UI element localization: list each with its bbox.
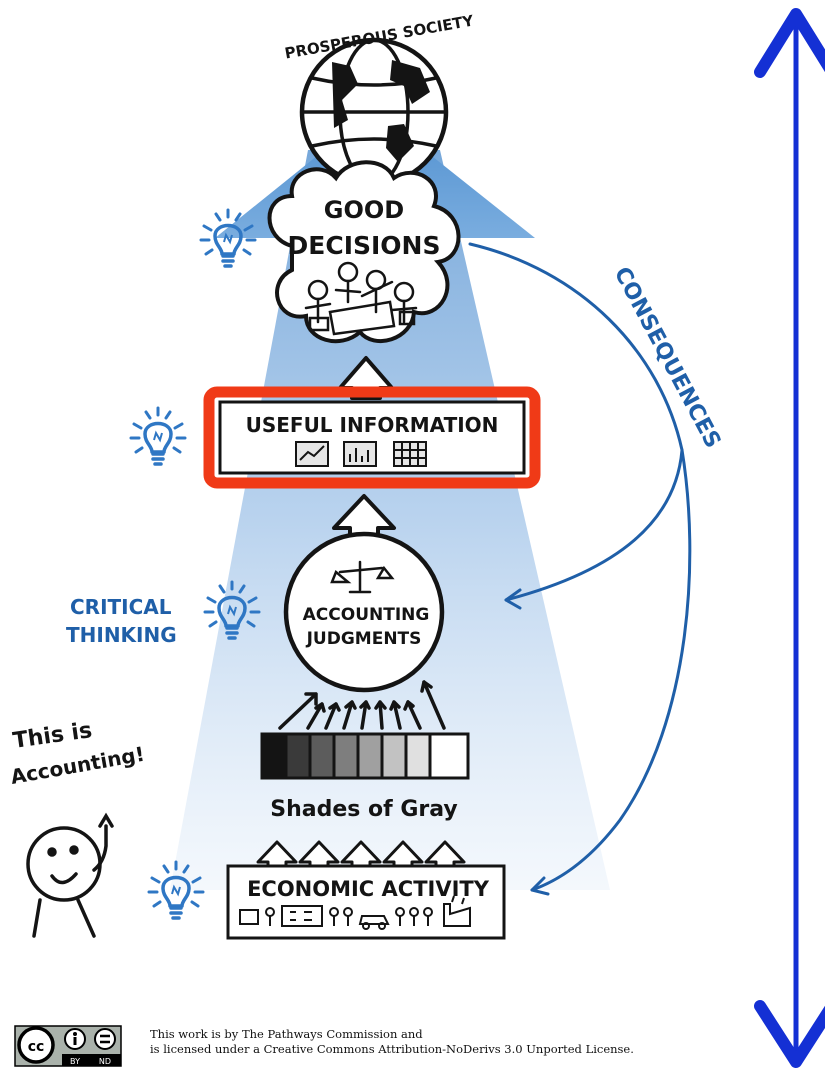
judgments-line2: JUDGMENTS: [306, 629, 422, 649]
badge-by-label: BY: [70, 1057, 80, 1066]
judgments-circle: [283, 531, 445, 693]
license-line2: is licensed under a Creative Commons Att…: [150, 1042, 634, 1056]
consequences-label: CONSEQUENCES: [609, 263, 726, 452]
lightbulb-icon: [129, 406, 187, 466]
critical-line1: CRITICAL: [70, 595, 172, 619]
info-label: USEFUL INFORMATION: [246, 413, 499, 437]
stick-figure: [26, 812, 114, 938]
economic-label: ECONOMIC ACTIVITY: [247, 877, 490, 901]
decisions-line2: DECISIONS: [288, 231, 441, 260]
shade-arrows: [278, 680, 446, 730]
funnel-beam: [170, 150, 610, 890]
svg-text:cc: cc: [28, 1039, 45, 1055]
speech-line1: This is: [11, 718, 93, 754]
shades-bar: [260, 732, 470, 780]
badge-nd-label: ND: [99, 1057, 111, 1066]
license-credit: This work is by The Pathways Commission …: [150, 1027, 710, 1057]
judgments-line1: ACCOUNTING: [303, 605, 430, 625]
critical-line2: THINKING: [66, 623, 177, 647]
highlight-frame: [203, 386, 541, 489]
activity-icons: [239, 895, 471, 930]
scale-icon: [330, 560, 395, 594]
cc-license-badge: cc BY ND: [14, 1025, 122, 1067]
decisions-line1: GOOD: [324, 196, 404, 224]
report-icons: [295, 441, 427, 467]
people-icon: [304, 261, 418, 336]
vertical-double-arrow: [754, 8, 825, 1068]
license-line1: This work is by The Pathways Commission …: [150, 1027, 423, 1041]
consequences-curve: [468, 242, 692, 896]
shades-label: Shades of Gray: [270, 797, 458, 822]
